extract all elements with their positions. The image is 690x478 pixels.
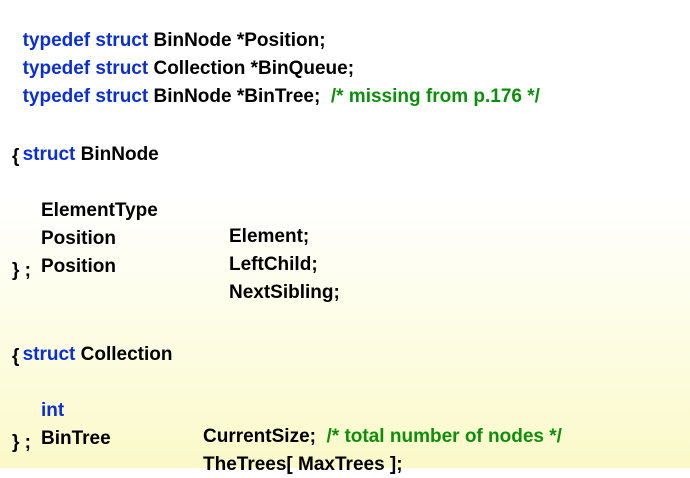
code-line-field: BinTree TheTrees[ MaxTrees ]; — [0, 400, 690, 475]
keyword: struct — [22, 144, 76, 165]
code-line-typedef-bintree: typedef struct BinNode *BinTree; /* miss… — [12, 58, 540, 107]
code-line-field: Position NextSibling; — [0, 228, 690, 303]
code-line-field: int CurrentSize; /* total number of node… — [0, 372, 690, 447]
field-name: Element; — [229, 226, 310, 247]
code-line-typedef-binqueue: typedef struct Collection *BinQueue; — [12, 30, 355, 79]
field-type: Position — [41, 228, 116, 249]
code-line-field: ElementType Element; — [0, 172, 690, 247]
code-comment: /* missing from p.176 */ — [330, 86, 540, 107]
keyword: struct — [22, 344, 76, 365]
field-name: CurrentSize; — [203, 426, 327, 447]
code-text: BinNode *Position; — [148, 30, 326, 51]
code-line-open-brace: { — [12, 146, 20, 167]
code-line-open-brace: { — [12, 346, 20, 367]
struct-name: Collection — [75, 344, 173, 365]
keyword: typedef struct — [22, 30, 149, 51]
keyword: typedef struct — [22, 58, 149, 79]
field-type: Position — [41, 256, 116, 277]
code-line-close-brace: } ; — [12, 260, 31, 281]
field-type: ElementType — [41, 200, 158, 221]
field-type: int — [41, 400, 65, 421]
code-line-close-brace: } ; — [12, 432, 31, 453]
field-name-with-comment: CurrentSize; /* total number of nodes */ — [203, 424, 562, 450]
field-name: NextSibling; — [229, 282, 340, 303]
field-name: TheTrees[ MaxTrees ]; — [203, 454, 403, 475]
code-text: BinNode *BinTree; — [148, 86, 331, 107]
code-line-typedef-position: typedef struct BinNode *Position; — [12, 2, 326, 51]
field-type: BinTree — [41, 428, 111, 449]
code-comment: /* total number of nodes */ — [326, 426, 562, 447]
code-line-struct-binnode: struct BinNode — [12, 116, 159, 165]
struct-name: BinNode — [75, 144, 159, 165]
keyword: typedef struct — [22, 86, 149, 107]
code-line-field: Position LeftChild; — [0, 200, 690, 275]
code-line-struct-collection: struct Collection — [12, 316, 173, 365]
code-text: Collection *BinQueue; — [148, 58, 355, 79]
field-name: LeftChild; — [229, 254, 318, 275]
